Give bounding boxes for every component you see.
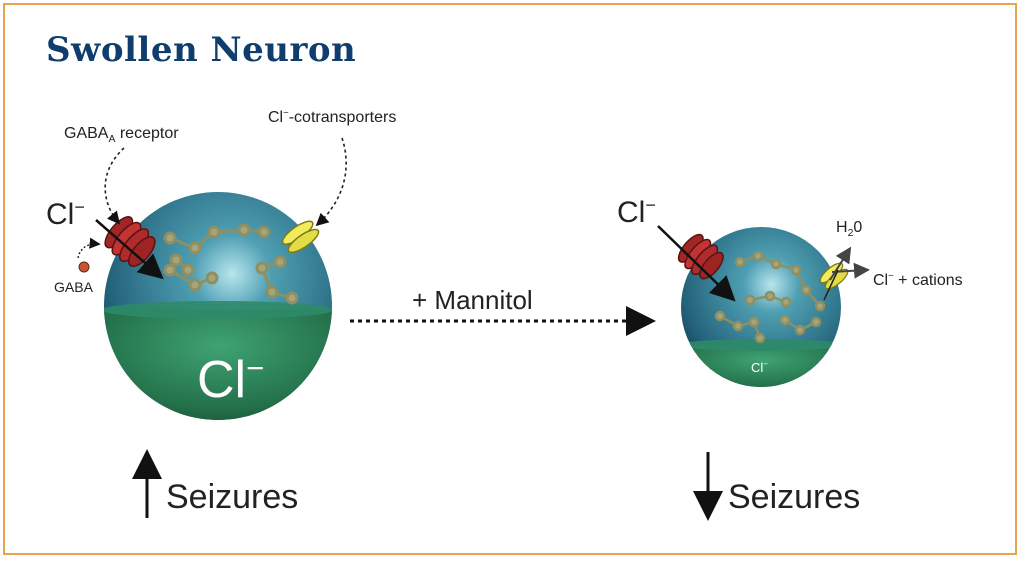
cl-ion-label-left: Cl− xyxy=(46,197,85,231)
page-title: Swollen Neuron xyxy=(46,30,357,70)
cl-influx-arrow-right xyxy=(657,225,736,302)
gaba-receptor-label: GABAA receptor xyxy=(64,125,179,146)
seizures-left-label: Seizures xyxy=(166,478,299,516)
gaba-receptor-channel-right xyxy=(677,233,724,280)
mannitol-label: + Mannitol xyxy=(412,285,533,315)
water-label: H20 xyxy=(836,219,863,240)
gaba-label: GABA xyxy=(54,279,93,295)
gaba-receptor-channel xyxy=(104,216,156,268)
cotransporter-callout xyxy=(315,137,347,227)
efflux-pathway xyxy=(823,269,839,301)
cl-ion-label-right: Cl− xyxy=(617,195,656,229)
molecule-chains-right xyxy=(714,250,826,344)
gaba-binding-arrow xyxy=(77,237,101,259)
seizures-right-label: Seizures xyxy=(728,478,861,516)
water-efflux-arrow xyxy=(829,246,852,281)
cations-label: Cl− + cations xyxy=(873,270,963,289)
cl-influx-arrow xyxy=(95,219,164,280)
cl-inside-left-label: Cl− xyxy=(197,350,265,409)
cl-inside-right-label: Cl− xyxy=(751,359,768,375)
gaba-molecule xyxy=(78,261,90,273)
molecule-chains xyxy=(163,223,299,305)
cl-cotransporter xyxy=(281,220,320,254)
gaba-receptor-callout xyxy=(104,147,125,225)
cotransporter-label: Cl−-cotransporters xyxy=(268,107,397,126)
figure-frame xyxy=(3,3,1017,555)
